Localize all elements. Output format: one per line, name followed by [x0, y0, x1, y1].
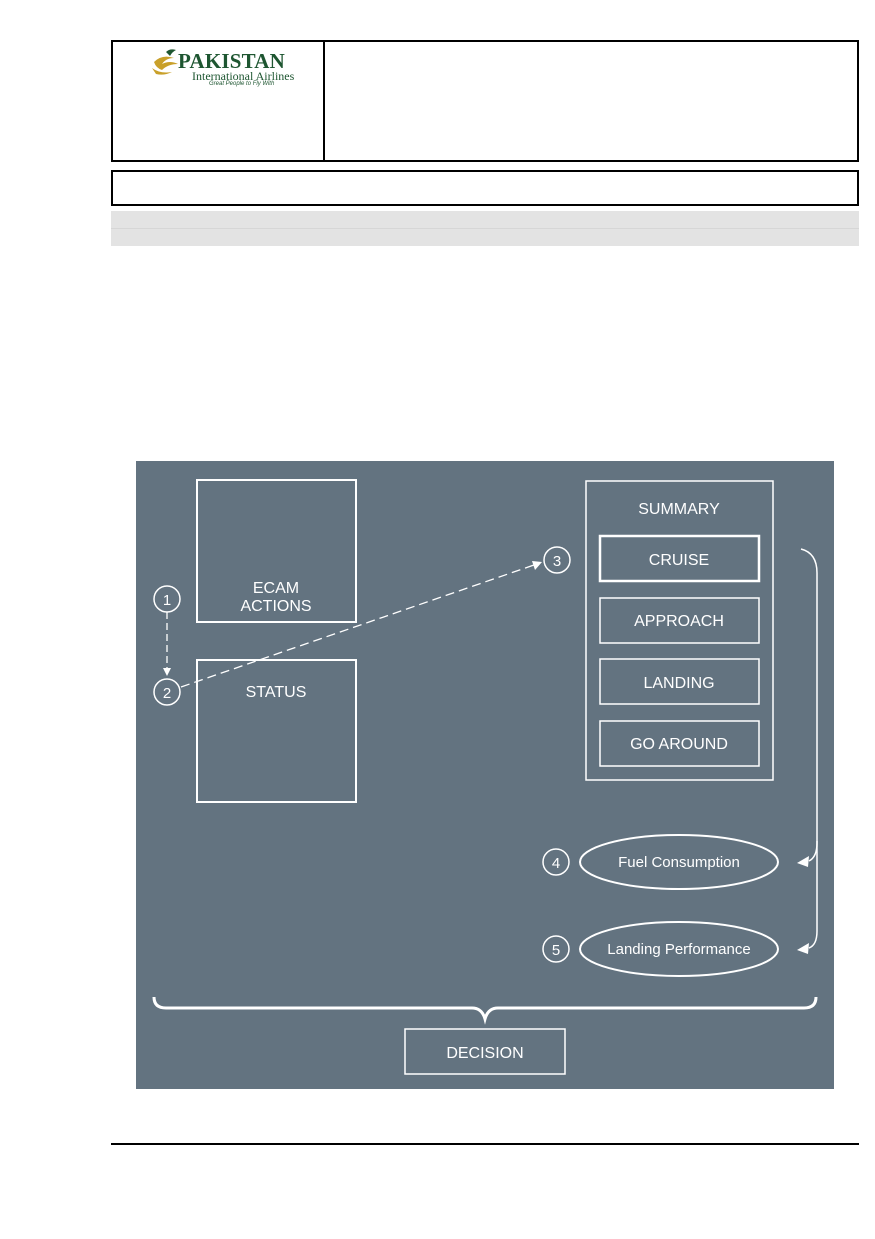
ecam-actions-box — [196, 479, 357, 623]
step-5-marker — [542, 935, 570, 963]
fuel-consumption-ellipse — [579, 834, 779, 890]
pia-logo — [152, 49, 178, 75]
crescent-logo-icon — [152, 49, 178, 75]
step-4-label: 4 — [552, 855, 560, 872]
landing-performance-label: Landing Performance — [607, 941, 750, 958]
section-band-divider — [111, 228, 859, 229]
summary-box — [585, 480, 774, 781]
decision-box — [404, 1028, 566, 1075]
summary-item-label: APPROACH — [634, 613, 724, 630]
header-box — [111, 40, 859, 162]
arrowhead-icon — [797, 943, 809, 954]
fuel-consumption-label: Fuel Consumption — [618, 854, 740, 871]
summary-item-approach — [599, 597, 760, 644]
summary-item-label: GO AROUND — [630, 736, 728, 753]
bracket-to-fuel — [800, 548, 818, 862]
subject-box — [111, 170, 859, 206]
step-2-label: 2 — [163, 685, 171, 702]
arrowhead-icon — [797, 856, 809, 867]
summary-item-landing — [599, 658, 760, 705]
bracket-to-landing-perf — [808, 841, 818, 949]
step-2-marker — [153, 678, 181, 706]
step-3-label: 3 — [553, 553, 561, 570]
summary-title: SUMMARY — [638, 501, 720, 518]
footer-rule — [111, 1143, 859, 1145]
ecam-actions-label-2: ACTIONS — [240, 598, 311, 615]
arrowhead-icon — [163, 668, 171, 676]
step-4-marker — [542, 848, 570, 876]
status-label: STATUS — [246, 684, 307, 701]
decision-brace — [152, 996, 818, 1025]
logo-airline-name: PAKISTAN — [178, 49, 285, 73]
step-1-marker — [153, 585, 181, 613]
summary-item-label: LANDING — [643, 675, 714, 692]
step-5-label: 5 — [552, 942, 560, 959]
arrowhead-icon — [532, 561, 542, 570]
status-box — [196, 659, 357, 803]
decision-label: DECISION — [446, 1045, 523, 1062]
ecam-actions-label-1: ECAM — [253, 580, 299, 597]
header-divider — [323, 40, 325, 162]
logo-tagline: Great People to Fly With — [209, 81, 275, 87]
step-1-label: 1 — [163, 592, 171, 609]
diagram-background — [136, 461, 834, 1089]
summary-item-go-around — [599, 720, 760, 767]
landing-performance-ellipse — [579, 921, 779, 977]
step-3-marker — [543, 546, 571, 574]
summary-item-cruise — [598, 534, 761, 583]
ecam-diagram: ECAM ACTIONS STATUS SUMMARY CRUISE APPRO… — [136, 461, 834, 1089]
logo-airline-subtitle: International Airlines — [192, 69, 295, 83]
summary-item-label: CRUISE — [649, 552, 709, 569]
dashed-arrow-2-to-3 — [180, 564, 535, 688]
